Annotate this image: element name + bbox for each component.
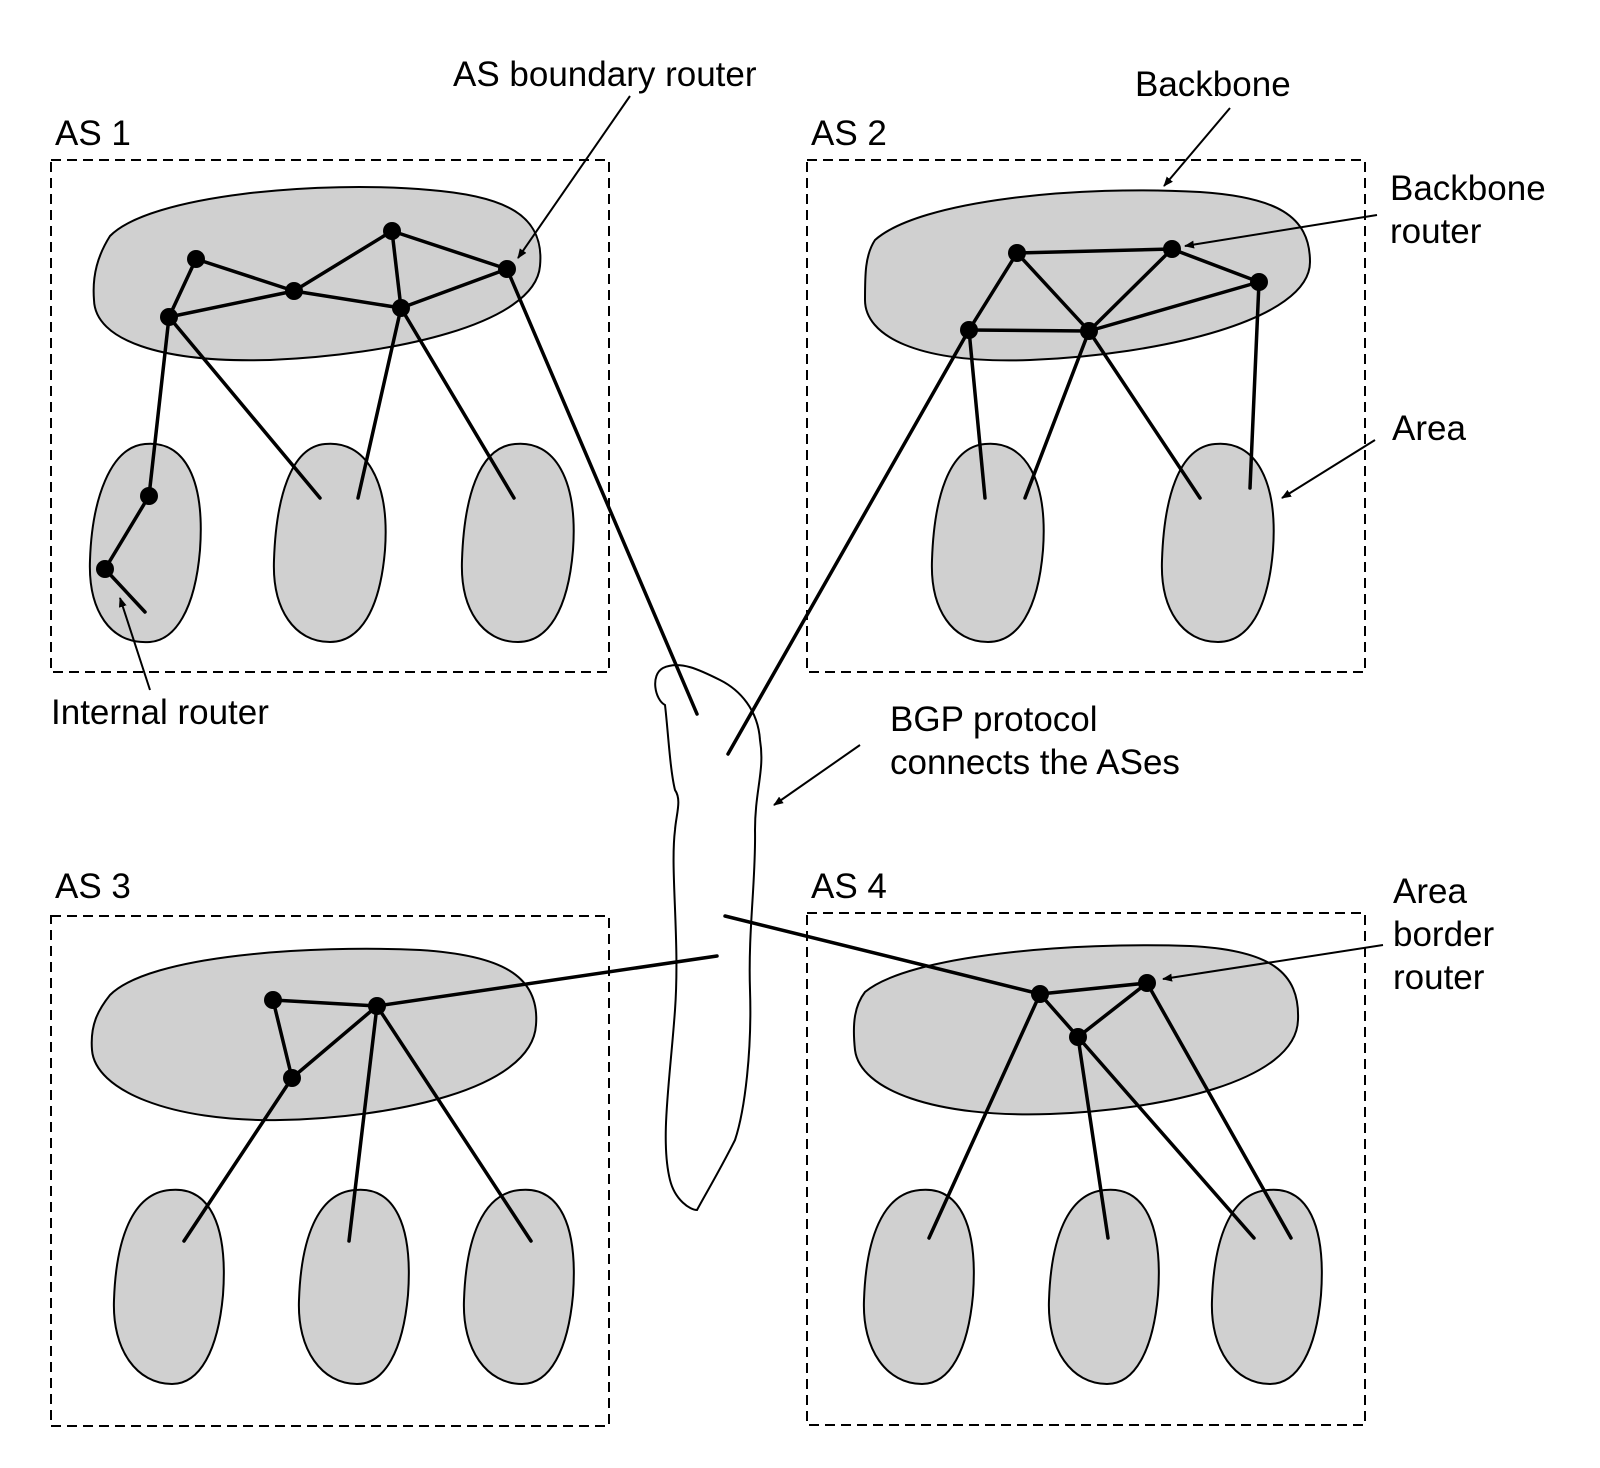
router-node [1080, 322, 1098, 340]
as2-links [967, 247, 1261, 500]
as1-area-2 [272, 442, 387, 644]
as3-box [50, 915, 610, 1427]
router-node [264, 991, 282, 1009]
bgp-arrow [773, 744, 861, 806]
as3-group: AS 3 [50, 867, 610, 1427]
area-border-router-label-line2: border [1393, 915, 1495, 954]
as-boundary-router-label: AS boundary router [453, 55, 757, 94]
as3-routers [264, 991, 386, 1087]
router-node [1069, 1028, 1087, 1046]
as4-links [927, 981, 1293, 1240]
as1-routers [96, 222, 516, 578]
area-label: Area [1392, 409, 1466, 448]
as2-area-2 [1160, 442, 1275, 644]
as4-group: AS 4 [806, 867, 1366, 1426]
router-node [383, 222, 401, 240]
router-node [1008, 244, 1026, 262]
bgp-label-line2: connects the ASes [890, 743, 1180, 782]
as3-area-2 [297, 1188, 410, 1386]
as4-area-2 [1047, 1188, 1160, 1386]
as2-label: AS 2 [811, 114, 887, 153]
as1-area-3 [460, 442, 575, 644]
as4-label: AS 4 [811, 867, 887, 906]
as2-routers [960, 240, 1268, 340]
as2-group: AS 2 [806, 114, 1366, 673]
as-boundary-router-arrow [517, 95, 631, 259]
backbone-router-label-line1: Backbone [1390, 169, 1546, 208]
as3-links [182, 998, 533, 1243]
router-node [160, 308, 178, 326]
as4-box [806, 912, 1366, 1426]
backbone-router-label-line2: router [1390, 212, 1482, 251]
as2-area-1 [930, 442, 1045, 644]
as3-area-3 [462, 1188, 575, 1386]
as1-backbone [92, 186, 542, 362]
as1-box [50, 159, 610, 673]
as1-links [103, 229, 516, 614]
as3-backbone [90, 947, 538, 1122]
router-node [392, 299, 410, 317]
area-border-router-node [1138, 974, 1156, 992]
router-node [283, 1069, 301, 1087]
backbone-arrow [1163, 107, 1231, 187]
backbone-label: Backbone [1135, 65, 1291, 104]
backbone-router-node [1163, 240, 1181, 258]
internal-router-node [96, 560, 114, 578]
router-node [140, 487, 158, 505]
bgp-links [375, 267, 1042, 1008]
as3-area-1 [112, 1188, 225, 1386]
as4-area-1 [862, 1188, 975, 1386]
as1-group: AS 1 [50, 114, 610, 673]
as1-label: AS 1 [55, 114, 131, 153]
bgp-label-line1: BGP protocol [890, 700, 1098, 739]
bgp-cloud [654, 664, 763, 1212]
callout-arrows [118, 95, 1384, 982]
backbone-router-arrow [1184, 214, 1378, 249]
area-border-router-arrow [1162, 944, 1384, 982]
as4-area-3 [1210, 1188, 1323, 1386]
as2-box [806, 159, 1366, 673]
internal-router-arrow [118, 597, 151, 691]
area-border-router-label-line3: router [1393, 958, 1485, 997]
as1-area-1 [88, 442, 202, 644]
router-node [1250, 273, 1268, 291]
router-node [285, 282, 303, 300]
router-node [187, 250, 205, 268]
area-border-router-label-line1: Area [1393, 872, 1467, 911]
as3-label: AS 3 [55, 867, 131, 906]
internal-router-label: Internal router [51, 693, 269, 732]
area-arrow [1281, 439, 1376, 499]
